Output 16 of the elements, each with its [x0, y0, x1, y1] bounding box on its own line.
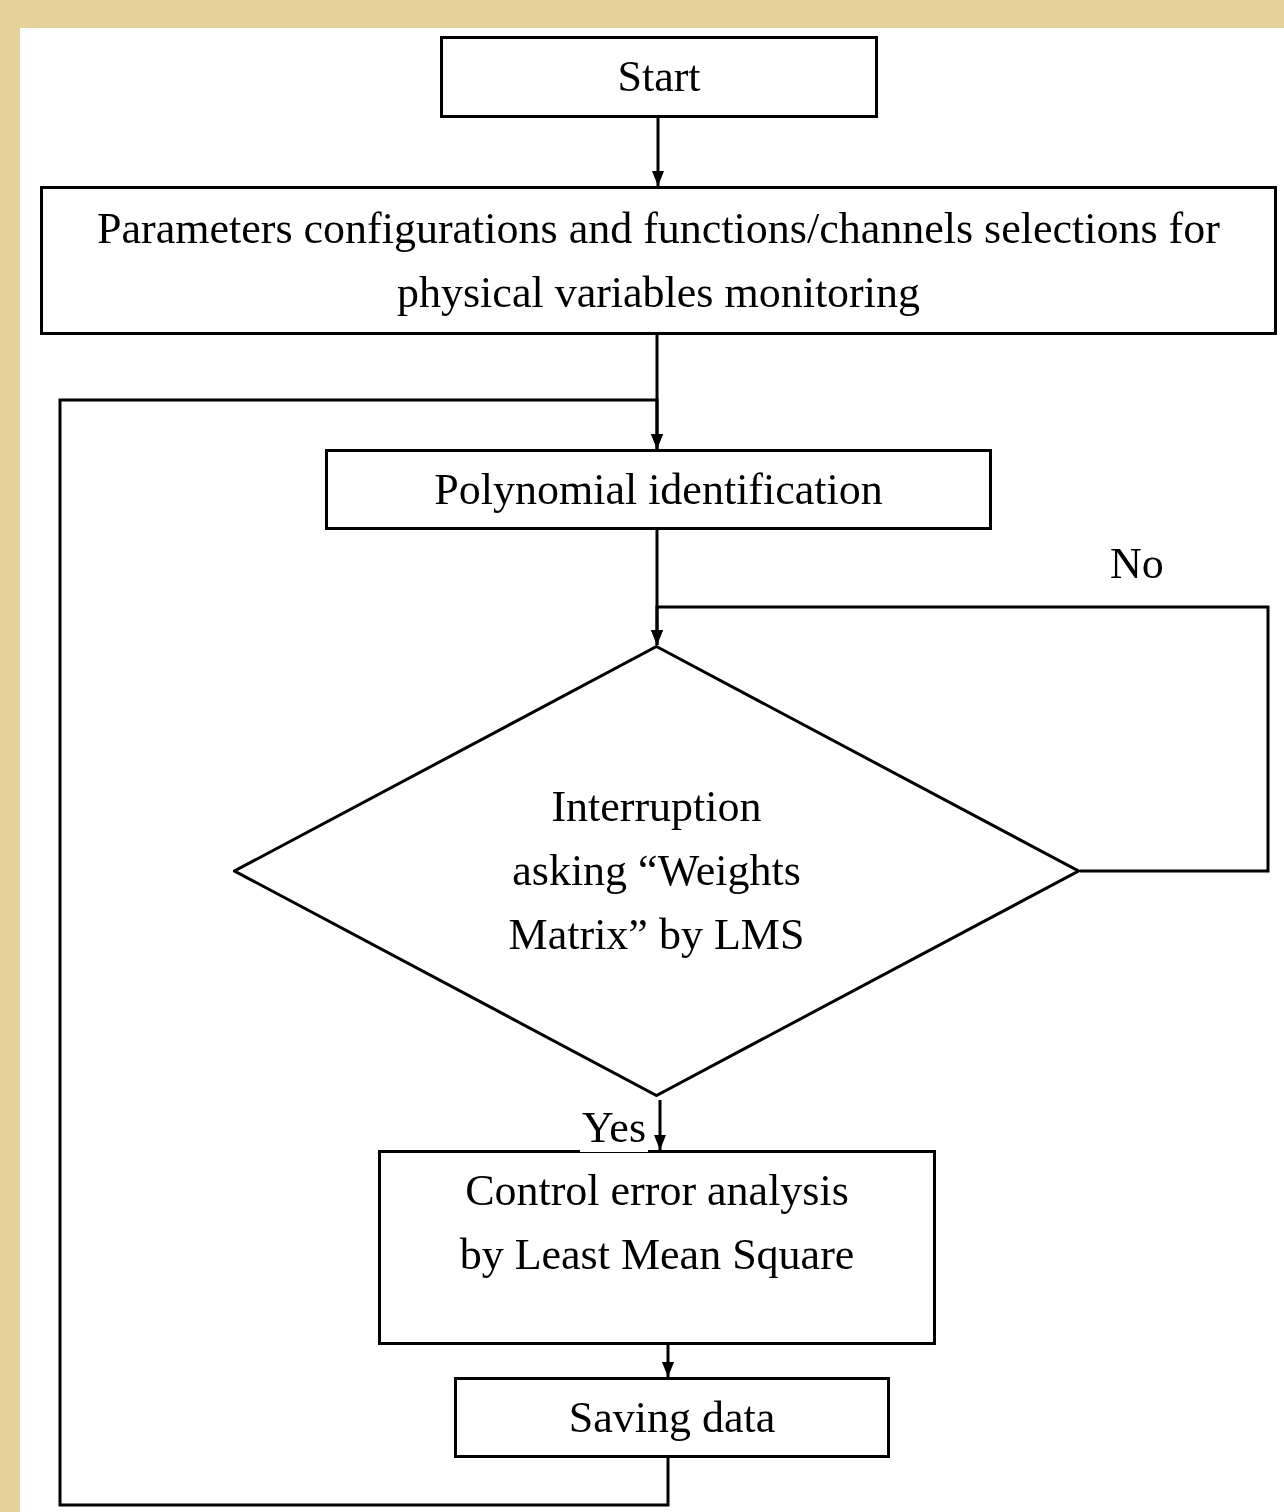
- step-text: Control error analysis by Least Mean Square: [458, 1164, 856, 1281]
- process-box: [440, 36, 878, 118]
- arrow: [652, 118, 664, 186]
- process-box: [454, 1377, 890, 1458]
- step-text: Parameters configurations and functions/channels selections for physical variables monitoring: [96, 202, 1221, 319]
- arrow: [651, 605, 1270, 873]
- step-text: Saving data: [568, 1391, 776, 1444]
- process-box: [378, 1150, 936, 1345]
- arrow: [58, 398, 670, 1507]
- step-text: Start: [617, 51, 701, 104]
- arrow: [662, 1345, 674, 1377]
- process-box: [40, 186, 1277, 335]
- step-text: Polynomial identification: [434, 463, 883, 516]
- step-text: Interruption asking “Weights Matrix” by LMS: [507, 781, 806, 961]
- process-box: [325, 449, 992, 530]
- arrow: [654, 1100, 666, 1150]
